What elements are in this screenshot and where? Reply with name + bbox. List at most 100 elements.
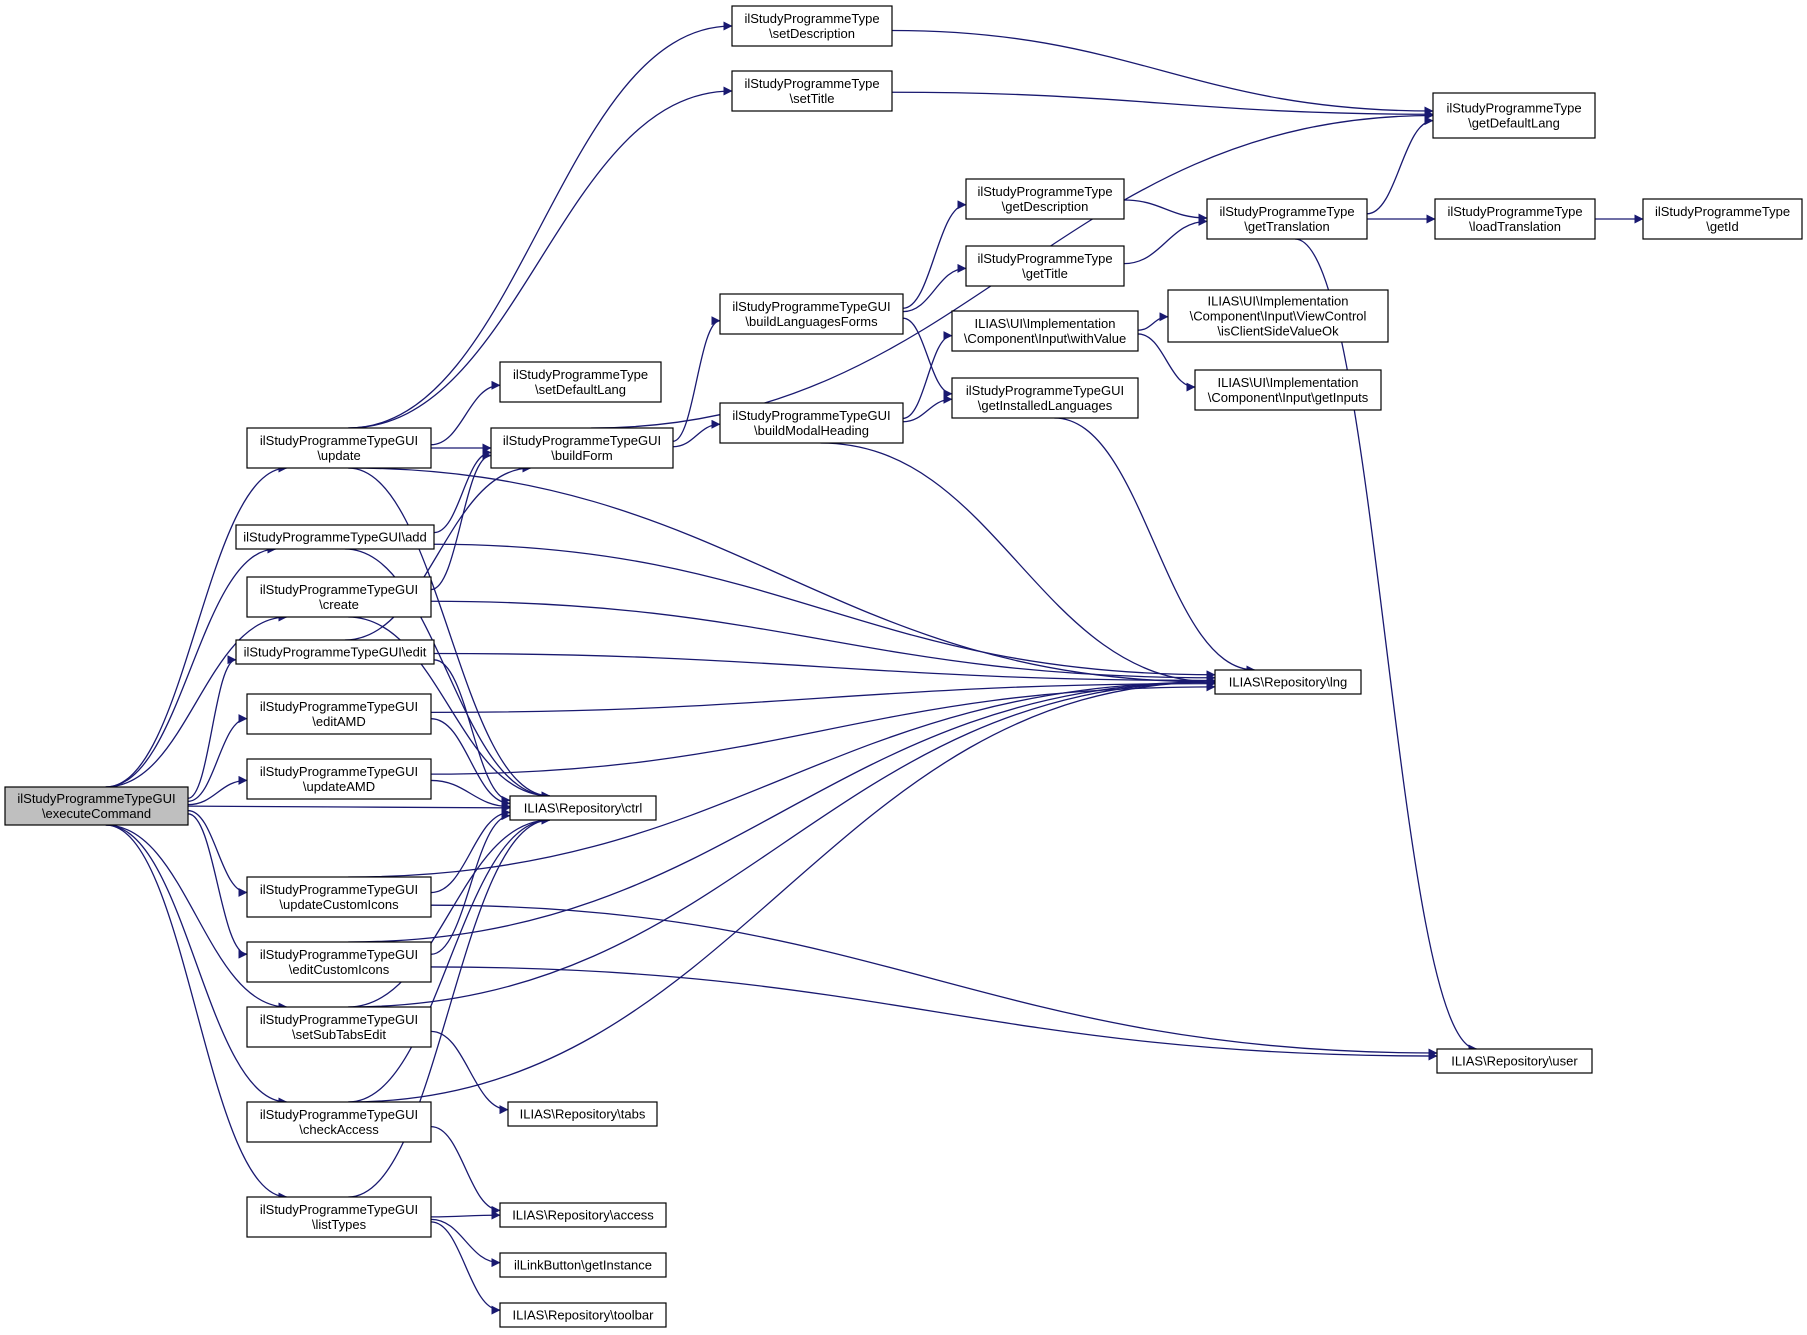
node-label-line: \updateCustomIcons <box>279 897 399 912</box>
edge-setSubTabsEdit-to-lng <box>348 677 1216 1008</box>
edge-checkAccess-to-ctrl <box>348 815 551 1103</box>
node-box <box>246 941 432 983</box>
node-buildModalHeading[interactable]: ilStudyProgrammeTypeGUI\buildModalHeadin… <box>719 402 904 444</box>
node-access[interactable]: ILIAS\Repository\access <box>499 1202 667 1228</box>
node-add[interactable]: ilStudyProgrammeTypeGUI\add <box>235 524 435 550</box>
edge-executeCommand-to-listTypes <box>105 824 288 1202</box>
edge-listTypes-to-access <box>430 1210 501 1220</box>
edge-withValue-to-getInputs <box>1137 333 1196 392</box>
node-toolbar[interactable]: ILIAS\Repository\toolbar <box>499 1302 667 1328</box>
node-checkAccess[interactable]: ilStudyProgrammeTypeGUI\checkAccess <box>246 1101 432 1143</box>
node-box <box>490 427 674 469</box>
edge-checkAccess-to-lng <box>348 677 1216 1103</box>
node-executeCommand[interactable]: ilStudyProgrammeTypeGUI\executeCommand <box>4 786 189 826</box>
node-lng[interactable]: ILIAS\Repository\lng <box>1214 669 1362 695</box>
node-label-line: \executeCommand <box>42 806 151 821</box>
node-loadTranslation[interactable]: ilStudyProgrammeType\loadTranslation <box>1434 198 1596 240</box>
node-label-line: ilStudyProgrammeType <box>1219 204 1354 219</box>
node-label-line: ilStudyProgrammeTypeGUI <box>260 433 418 448</box>
node-label-line: \getTranslation <box>1244 219 1330 234</box>
node-box <box>719 293 904 335</box>
node-label-line: \Component\Input\withValue <box>964 331 1126 346</box>
node-updateCustomIcons[interactable]: ilStudyProgrammeTypeGUI\updateCustomIcon… <box>246 876 432 918</box>
node-withValue[interactable]: ILIAS\UI\Implementation\Component\Input\… <box>951 310 1139 352</box>
node-label-line: ilStudyProgrammeType <box>744 76 879 91</box>
node-user[interactable]: ILIAS\Repository\user <box>1436 1048 1593 1074</box>
node-getInputs[interactable]: ILIAS\UI\Implementation\Component\Input\… <box>1194 369 1382 411</box>
edge-checkAccess-to-access <box>430 1126 501 1215</box>
edge-getTranslation-to-user <box>1294 238 1478 1054</box>
node-updateAMD[interactable]: ilStudyProgrammeTypeGUI\updateAMD <box>246 758 432 800</box>
node-label-line: ILIAS\UI\Implementation <box>1218 375 1359 390</box>
edge-buildLanguagesForms-to-getDescription <box>902 200 967 309</box>
edge-setSubTabsEdit-to-tabs <box>430 1030 509 1115</box>
node-label-line: ILIAS\Repository\lng <box>1229 675 1348 690</box>
node-buildLanguagesForms[interactable]: ilStudyProgrammeTypeGUI\buildLanguagesFo… <box>719 293 904 335</box>
node-box <box>499 1202 667 1228</box>
edge-buildLanguagesForms-to-getTitle <box>902 263 967 313</box>
node-getDefaultLang[interactable]: ilStudyProgrammeType\getDefaultLang <box>1432 92 1596 139</box>
node-tabs[interactable]: ILIAS\Repository\tabs <box>507 1101 658 1127</box>
node-label-line: ilStudyProgrammeTypeGUI <box>260 699 418 714</box>
edge-editAMD-to-ctrl <box>430 718 511 808</box>
node-box <box>1434 198 1596 240</box>
node-getId[interactable]: ilStudyProgrammeType\getId <box>1642 198 1803 240</box>
node-buildForm[interactable]: ilStudyProgrammeTypeGUI\buildForm <box>490 427 674 469</box>
node-label-line: \loadTranslation <box>1469 219 1561 234</box>
node-getTranslation[interactable]: ilStudyProgrammeType\getTranslation <box>1206 198 1368 240</box>
edge-create-to-ctrl <box>348 616 551 801</box>
edge-buildModalHeading-to-withValue <box>902 331 953 420</box>
node-getDescription[interactable]: ilStudyProgrammeType\getDescription <box>965 178 1125 220</box>
node-label-line: \getDefaultLang <box>1468 116 1560 131</box>
edge-update-to-setDefaultLang <box>430 380 501 446</box>
node-label-line: \create <box>319 597 359 612</box>
node-create[interactable]: ilStudyProgrammeTypeGUI\create <box>246 576 432 618</box>
node-isClientSideValueOk[interactable]: ILIAS\UI\Implementation\Component\Input\… <box>1167 289 1389 343</box>
node-getInstance[interactable]: ilLinkButton\getInstance <box>499 1252 667 1278</box>
node-box <box>246 758 432 800</box>
node-label-line: ilStudyProgrammeTypeGUI\edit <box>244 645 427 660</box>
node-setTitle[interactable]: ilStudyProgrammeType\setTitle <box>731 70 893 112</box>
node-getTitle[interactable]: ilStudyProgrammeType\getTitle <box>965 245 1125 287</box>
node-label-line: ilStudyProgrammeType <box>1446 101 1581 116</box>
edge-executeCommand-to-create <box>105 612 288 788</box>
node-label-line: ilStudyProgrammeTypeGUI <box>260 1202 418 1217</box>
node-label-line: \getInstalledLanguages <box>978 398 1113 413</box>
node-box <box>731 5 893 47</box>
node-label-line: \buildLanguagesForms <box>745 314 878 329</box>
node-getInstalledLanguages[interactable]: ilStudyProgrammeTypeGUI\getInstalledLang… <box>951 377 1139 419</box>
node-editCustomIcons[interactable]: ilStudyProgrammeTypeGUI\editCustomIcons <box>246 941 432 983</box>
edge-update-to-ctrl <box>348 467 551 801</box>
node-box <box>246 693 432 735</box>
edge-executeCommand-to-updateCustomIcons <box>187 809 248 897</box>
edge-executeCommand-to-setSubTabsEdit <box>105 824 288 1012</box>
edge-setTitle-to-getDefaultLang <box>891 91 1434 119</box>
node-label-line: ILIAS\Repository\ctrl <box>524 801 643 816</box>
edge-executeCommand-to-editAMD <box>187 714 248 803</box>
node-setSubTabsEdit[interactable]: ilStudyProgrammeTypeGUI\setSubTabsEdit <box>246 1006 432 1048</box>
node-update[interactable]: ilStudyProgrammeTypeGUI\update <box>246 427 432 469</box>
edge-edit-to-lng <box>433 652 1216 685</box>
node-setDescription[interactable]: ilStudyProgrammeType\setDescription <box>731 5 893 47</box>
edge-getTranslation-to-getDefaultLang <box>1366 116 1434 215</box>
edge-withValue-to-isClientSideValueOk <box>1137 312 1169 331</box>
node-box <box>4 786 189 826</box>
edge-edit-to-buildForm <box>344 463 532 641</box>
node-listTypes[interactable]: ilStudyProgrammeTypeGUI\listTypes <box>246 1196 432 1238</box>
node-box <box>246 1006 432 1048</box>
node-label-line: ILIAS\Repository\access <box>512 1208 654 1223</box>
node-label-line: ilStudyProgrammeTypeGUI <box>17 791 175 806</box>
edge-buildLanguagesForms-to-getInstalledLanguages <box>902 317 953 399</box>
node-editAMD[interactable]: ilStudyProgrammeTypeGUI\editAMD <box>246 693 432 735</box>
node-edit[interactable]: ilStudyProgrammeTypeGUI\edit <box>235 639 435 665</box>
node-label-line: ilLinkButton\getInstance <box>514 1258 652 1273</box>
node-label-line: ILIAS\Repository\tabs <box>520 1107 646 1122</box>
node-ctrl[interactable]: ILIAS\Repository\ctrl <box>509 795 657 821</box>
node-label-line: \Component\Input\ViewControl <box>1190 309 1367 324</box>
node-setDefaultLang[interactable]: ilStudyProgrammeType\setDefaultLang <box>499 361 662 403</box>
node-label-line: ilStudyProgrammeTypeGUI <box>260 1012 418 1027</box>
edge-updateCustomIcons-to-user <box>430 904 1438 1058</box>
edge-listTypes-to-toolbar <box>430 1221 501 1315</box>
node-label-line: \checkAccess <box>299 1122 379 1137</box>
node-box <box>235 639 435 665</box>
